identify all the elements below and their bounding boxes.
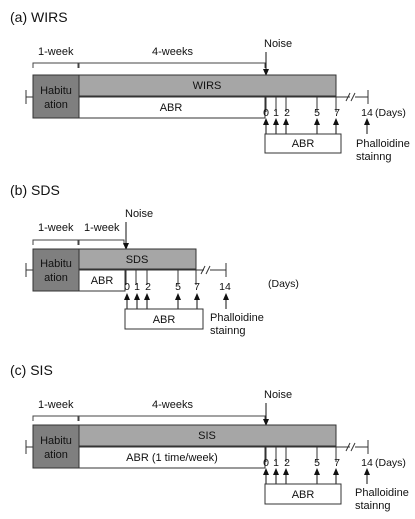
abr-pre-box bbox=[78, 269, 126, 292]
phalloidine-arrowhead bbox=[364, 468, 370, 475]
abr-pre-label: ABR (1 time/week) bbox=[126, 452, 218, 464]
phalloidine-line1: Phalloidine bbox=[210, 312, 264, 324]
week1-bracket bbox=[32, 62, 79, 68]
noise-label: Noise bbox=[264, 389, 292, 401]
days-unit-label: (Days) bbox=[375, 107, 406, 119]
abr-arrows bbox=[124, 293, 200, 309]
abr-pre-label: ABR bbox=[91, 275, 114, 287]
week2-bracket bbox=[78, 62, 266, 68]
abr-pre-label: ABR bbox=[160, 102, 183, 114]
abr-arrows bbox=[263, 468, 339, 484]
stress-label: WIRS bbox=[193, 80, 222, 92]
week2-label: 4-weeks bbox=[152, 46, 193, 58]
abr-pre-box bbox=[78, 96, 266, 119]
panel-title: (a) WIRS bbox=[10, 9, 68, 25]
axis-break-mark bbox=[345, 92, 351, 102]
day-label: 1 bbox=[273, 457, 279, 469]
abr-post-label: ABR bbox=[292, 138, 315, 150]
day-label: 1 bbox=[273, 107, 279, 119]
day-label: 7 bbox=[334, 457, 340, 469]
stress-box bbox=[78, 424, 337, 447]
phalloidine-line2: stainng bbox=[355, 500, 390, 512]
days-unit-label: (Days) bbox=[375, 457, 406, 469]
week1-label: 1-week bbox=[38, 222, 74, 234]
habituation-label-line1: Habitu bbox=[40, 85, 72, 97]
noise-label: Noise bbox=[125, 208, 153, 220]
abr-pre-box bbox=[78, 446, 266, 469]
panel-title: (b) SDS bbox=[10, 182, 60, 198]
axis-break-mark bbox=[350, 442, 356, 452]
noise-arrowhead bbox=[123, 243, 129, 250]
abr-post-box bbox=[124, 308, 204, 330]
week1-label: 1-week bbox=[38, 399, 74, 411]
day-label: 5 bbox=[314, 107, 320, 119]
axis-break-mark bbox=[350, 92, 356, 102]
axis-break-mark bbox=[205, 265, 211, 275]
habituation-label-line1: Habitu bbox=[40, 435, 72, 447]
day-label: 7 bbox=[334, 107, 340, 119]
week2-label: 1-week bbox=[84, 222, 120, 234]
week1-bracket bbox=[32, 239, 79, 245]
day-label: 7 bbox=[194, 281, 200, 293]
stress-box bbox=[78, 74, 337, 97]
abr-post-box bbox=[264, 483, 342, 505]
noise-arrowhead bbox=[263, 69, 269, 76]
noise-label: Noise bbox=[264, 38, 292, 50]
panel-c-sis: (c) SIS 1-week 4-weeks Noise Habitu atio… bbox=[10, 362, 409, 512]
phalloidine-arrowhead bbox=[223, 293, 229, 300]
axis-break-mark bbox=[345, 442, 351, 452]
panel-b-sds: (b) SDS Noise 1-week 1-week Habitu ation… bbox=[10, 182, 299, 337]
habituation-label-line1: Habitu bbox=[40, 258, 72, 270]
day-label: 2 bbox=[145, 281, 151, 293]
panel-a-wirs: (a) WIRS 1-week 4-weeks Noise Habitu ati… bbox=[10, 9, 410, 163]
noise-arrowhead bbox=[263, 419, 269, 426]
phalloidine-line2: stainng bbox=[210, 325, 245, 337]
stress-label: SDS bbox=[126, 254, 149, 266]
days-unit-label: (Days) bbox=[268, 278, 299, 290]
habituation-label-line2: ation bbox=[44, 272, 68, 284]
axis-break-mark bbox=[200, 265, 206, 275]
day-label: 5 bbox=[175, 281, 181, 293]
phalloidine-line1: Phalloidine bbox=[355, 487, 409, 499]
stress-label: SIS bbox=[198, 430, 216, 442]
abr-post-label: ABR bbox=[153, 314, 176, 326]
habituation-label-line2: ation bbox=[44, 449, 68, 461]
habituation-box bbox=[32, 74, 80, 119]
day-label: 0 bbox=[263, 457, 269, 469]
day14-label: 14 bbox=[361, 107, 373, 119]
abr-post-label: ABR bbox=[292, 489, 315, 501]
habituation-box bbox=[32, 248, 80, 292]
week2-label: 4-weeks bbox=[152, 399, 193, 411]
abr-post-box bbox=[264, 133, 342, 154]
day-label: 1 bbox=[134, 281, 140, 293]
stress-box bbox=[78, 248, 197, 270]
day-label: 5 bbox=[314, 457, 320, 469]
week1-bracket bbox=[32, 415, 79, 421]
habituation-label-line2: ation bbox=[44, 99, 68, 111]
day-label: 0 bbox=[263, 107, 269, 119]
day14-label: 14 bbox=[219, 281, 231, 293]
phalloidine-line1: Phalloidine bbox=[356, 138, 410, 150]
phalloidine-line2: stainng bbox=[356, 151, 391, 163]
day14-label: 14 bbox=[361, 457, 373, 469]
panel-title: (c) SIS bbox=[10, 362, 53, 378]
week2-bracket bbox=[78, 415, 266, 421]
day-label: 2 bbox=[284, 457, 290, 469]
week1-label: 1-week bbox=[38, 46, 74, 58]
abr-arrows bbox=[263, 118, 339, 134]
day-label: 0 bbox=[124, 281, 130, 293]
day-label: 2 bbox=[284, 107, 290, 119]
week2-bracket bbox=[78, 239, 125, 245]
phalloidine-arrowhead bbox=[364, 118, 370, 125]
